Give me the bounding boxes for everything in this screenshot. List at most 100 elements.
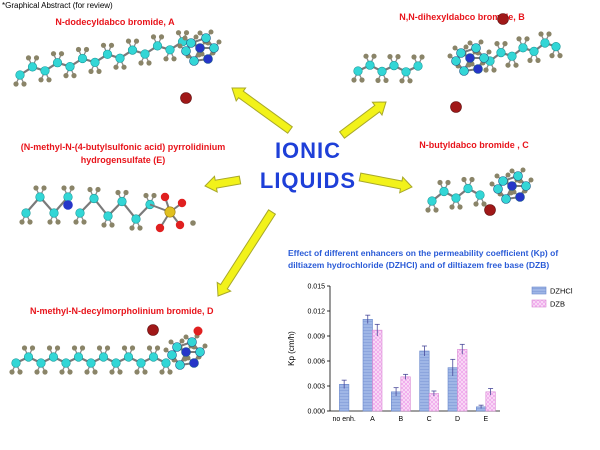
y-tick-label: 0.009 xyxy=(307,334,325,341)
carbon-atom xyxy=(48,352,59,362)
hydrogen-atom xyxy=(21,345,28,351)
hydrogen-atom xyxy=(466,62,472,68)
bromine-atom xyxy=(484,204,496,216)
hydrogen-atom xyxy=(9,369,15,375)
carbon-atom xyxy=(471,43,481,53)
hydrogen-atom xyxy=(509,168,515,174)
ionic-liquids-label: IONIC LIQUIDS xyxy=(248,136,368,196)
y-tick-label: 0.015 xyxy=(307,284,325,291)
hydrogen-atom xyxy=(146,345,153,351)
carbon-atom xyxy=(123,352,134,362)
hydrogen-atom xyxy=(61,185,67,191)
hydrogen-atom xyxy=(433,207,439,213)
hydrogen-atom xyxy=(143,192,149,199)
hydrogen-atom xyxy=(96,345,103,351)
hydrogen-atom xyxy=(182,35,188,41)
carbon-atom xyxy=(61,358,71,368)
header-note: *Graphical Abstract (for review) xyxy=(2,1,113,10)
x-tick-label: A xyxy=(370,416,375,423)
hydrogen-atom xyxy=(59,369,65,375)
bar-dzb-3 xyxy=(428,393,439,412)
hydrogen-atom xyxy=(489,181,495,187)
carbon-atom xyxy=(479,53,489,63)
carbon-atom xyxy=(131,214,141,224)
carbon-atom xyxy=(475,190,485,200)
hydrogen-atom xyxy=(481,201,487,207)
nitrogen-atom xyxy=(507,181,517,191)
hydrogen-atom xyxy=(73,219,79,225)
hydrogen-atom xyxy=(21,81,27,87)
carbon-atom xyxy=(389,60,399,71)
carbon-atom xyxy=(27,62,38,72)
carbon-atom xyxy=(152,41,163,51)
hydrogen-atom xyxy=(527,57,533,64)
nitrogen-atom xyxy=(63,200,73,210)
hydrogen-atom xyxy=(108,42,115,48)
carbon-atom xyxy=(111,358,121,368)
hydrogen-atom xyxy=(193,34,199,40)
hydrogen-atom xyxy=(505,62,511,68)
carbon-atom xyxy=(187,337,197,347)
arrow-to-a xyxy=(231,87,293,134)
carbon-atom xyxy=(136,358,146,368)
hydrogen-atom xyxy=(371,53,377,59)
carbon-atom xyxy=(75,208,85,218)
hydrogen-atom xyxy=(473,201,479,207)
molecule-d-model xyxy=(9,324,208,375)
hydrogen-atom xyxy=(179,338,185,344)
carbon-atom xyxy=(165,45,175,55)
arrow-to-e xyxy=(204,175,242,193)
hydrogen-atom xyxy=(87,186,93,193)
hydrogen-atom xyxy=(437,179,443,186)
bar-dzb-1 xyxy=(372,329,383,412)
hydrogen-atom xyxy=(100,42,107,48)
hydrogen-atom xyxy=(47,219,53,225)
hydrogen-atom xyxy=(50,51,57,57)
carbon-atom xyxy=(161,358,171,368)
carbon-atom xyxy=(148,352,159,362)
molecule-b-label: N,N-dihexyldabco bromide, B xyxy=(399,12,525,22)
hydrogen-atom xyxy=(351,77,357,83)
carbon-atom xyxy=(401,67,411,77)
hydrogen-atom xyxy=(46,345,53,351)
chart-title-line2: diltiazem hydrochloride (DZHCl) and of d… xyxy=(288,260,550,270)
y-axis-label: Kp (cm/h) xyxy=(287,331,296,366)
hydrogen-atom xyxy=(42,369,48,375)
hydrogen-atom xyxy=(502,41,508,47)
molecule-a-label: N-dodecyldabco bromide, A xyxy=(55,17,175,27)
molecule-d-label: N-methyl-N-decylmorpholinium bromide, D xyxy=(30,306,214,316)
hydrogen-atom xyxy=(25,55,32,61)
carbon-atom xyxy=(127,45,138,55)
oxygen-atom xyxy=(175,220,185,230)
hydrogen-atom xyxy=(46,77,52,83)
hydrogen-atom xyxy=(96,68,102,74)
nitrogen-atom xyxy=(195,43,205,53)
carbon-atom xyxy=(195,347,205,357)
carbon-atom xyxy=(115,53,125,63)
carbon-atom xyxy=(209,43,219,53)
carbon-atom xyxy=(23,352,34,362)
hydrogen-atom xyxy=(121,345,128,351)
hydrogen-atom xyxy=(115,189,121,196)
ionic-liquids-line2: LIQUIDS xyxy=(259,168,357,193)
hydrogen-atom xyxy=(84,369,90,375)
bar-dzb-2 xyxy=(400,376,411,412)
nitrogen-atom xyxy=(203,54,213,64)
carbon-atom xyxy=(15,70,25,80)
hydrogen-atom xyxy=(29,345,36,351)
hydrogen-atom xyxy=(83,46,90,53)
hydrogen-atom xyxy=(486,49,492,55)
carbon-atom xyxy=(140,49,150,59)
x-tick-label: B xyxy=(398,416,403,423)
bar-dzb-4 xyxy=(457,349,468,412)
hydrogen-atom xyxy=(494,41,500,47)
hydrogen-atom xyxy=(508,190,514,196)
hydrogen-atom xyxy=(363,53,369,59)
x-tick-label: C xyxy=(427,416,432,423)
hydrogen-atom xyxy=(154,345,161,351)
hydrogen-atom xyxy=(19,219,25,225)
y-tick-label: 0.003 xyxy=(307,384,325,391)
sulfur-atom xyxy=(164,206,176,218)
carbon-atom xyxy=(98,352,109,362)
